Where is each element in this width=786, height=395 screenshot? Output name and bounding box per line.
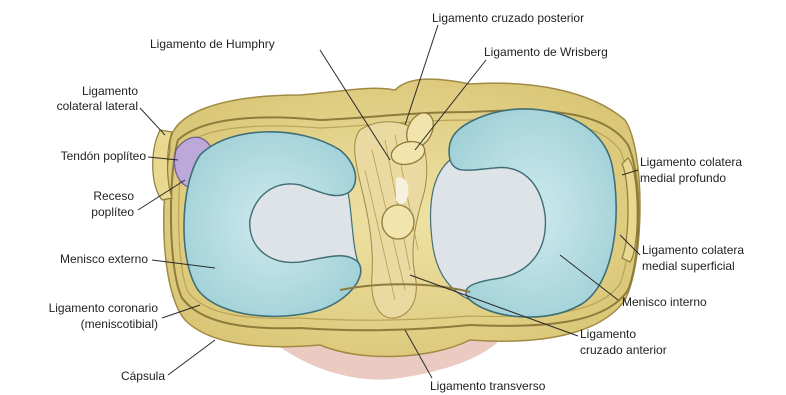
lateral-tibial-plateau <box>250 184 358 262</box>
label-coronario-1: Ligamento coronario <box>49 301 159 315</box>
anterior-cruciate-ligament-shape <box>382 205 414 239</box>
label-tendon-popliteo: Tendón poplíteo <box>61 149 147 163</box>
label-colateral-medial-superficial-2: medial superficial <box>642 259 735 273</box>
label-colateral-medial-profundo-2: medial profundo <box>640 171 726 185</box>
label-menisco-interno: Menisco interno <box>622 295 707 309</box>
label-cruzado-anterior-2: cruzado anterior <box>580 343 667 357</box>
label-capsula: Cápsula <box>121 369 165 383</box>
label-menisco-externo: Menisco externo <box>60 252 148 266</box>
label-cruzado-posterior: Ligamento cruzado posterior <box>432 11 584 25</box>
label-colateral-lateral-1: Ligamento <box>82 84 138 98</box>
label-colateral-medial-superficial-1: Ligamento colatera <box>642 243 744 257</box>
label-wrisberg: Ligamento de Wrisberg <box>484 45 608 59</box>
label-humphry: Ligamento de Humphry <box>150 37 275 51</box>
label-transverso: Ligamento transverso <box>430 379 546 393</box>
label-receso-2: poplíteo <box>91 205 134 219</box>
label-receso-1: Receso <box>93 189 134 203</box>
label-colateral-lateral-2: colateral lateral <box>57 99 138 113</box>
label-colateral-medial-profundo-1: Ligamento colatera <box>640 155 742 169</box>
label-coronario-2: (meniscotibial) <box>81 317 158 331</box>
label-cruzado-anterior-1: Ligamento <box>580 327 636 341</box>
